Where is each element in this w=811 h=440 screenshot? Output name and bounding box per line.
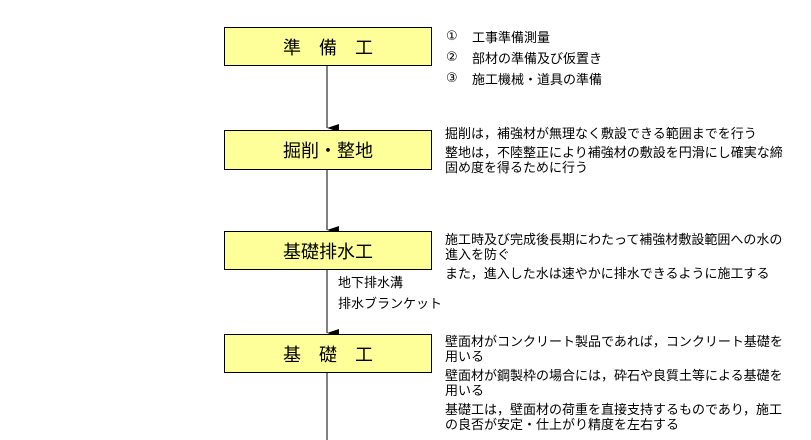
step-preparation-label: 準 備 工 xyxy=(283,37,373,59)
list-number: ② xyxy=(446,50,458,65)
list-text: 工事準備測量 xyxy=(472,31,551,46)
step-foundation: 基 礎 工 xyxy=(224,334,432,373)
description-line: 壁面材がコンクリート製品であれば，コンクリート基礎を用いる xyxy=(445,335,783,365)
step-drainage-label: 基礎排水工 xyxy=(283,241,373,263)
list-text: 施工機械・道具の準備 xyxy=(472,73,603,88)
step-excavation-label: 掘削・整地 xyxy=(283,141,373,162)
step-foundation-label: 基 礎 工 xyxy=(283,344,373,366)
drainage-description: 施工時及び完成後長期にわたって補強材敷設範囲への水の進入を防ぐ また，進入した水… xyxy=(445,233,790,286)
excavation-description: 掘削は，補強材が無理なく敷設できる範囲までを行う 整地は，不陸整正により補強材の… xyxy=(445,127,790,180)
description-line: 壁面材が鋼製枠の場合には，砕石や良質土等による基礎を用いる xyxy=(445,369,783,399)
preparation-list: ① 工事準備測量 ② 部材の準備及び仮置き ③ 施工機械・道具の準備 xyxy=(446,26,602,89)
list-number: ③ xyxy=(446,71,458,86)
description-line: また，進入した水は速やかに排水できるように施工する xyxy=(445,267,770,282)
description-line: 基礎工は，壁面材の荷重を直接支持するものであり，施工の良否が安定・仕上がり精度を… xyxy=(445,403,782,433)
foundation-description: 壁面材がコンクリート製品であれば，コンクリート基礎を用いる 壁面材が鋼製枠の場合… xyxy=(445,335,790,437)
list-item: ② 部材の準備及び仮置き xyxy=(446,47,602,68)
list-item: ① 工事準備測量 xyxy=(446,26,602,47)
step-drainage: 基礎排水工 xyxy=(224,231,432,270)
drainage-note-trench: 地下排水溝 xyxy=(338,276,404,291)
description-line: 掘削は，補強材が無理なく敷設できる範囲までを行う xyxy=(445,127,757,142)
step-preparation: 準 備 工 xyxy=(224,27,432,66)
list-number: ① xyxy=(446,29,458,44)
list-text: 部材の準備及び仮置き xyxy=(472,52,603,67)
list-item: ③ 施工機械・道具の準備 xyxy=(446,68,602,89)
description-line: 施工時及び完成後長期にわたって補強材敷設範囲への水の進入を防ぐ xyxy=(445,233,783,263)
drainage-note-blanket: 排水ブランケット xyxy=(338,297,443,312)
description-line: 整地は，不陸整正により補強材の敷設を円滑にし確実な締固め度を得るために行う xyxy=(445,146,783,176)
step-excavation: 掘削・整地 xyxy=(224,130,432,170)
